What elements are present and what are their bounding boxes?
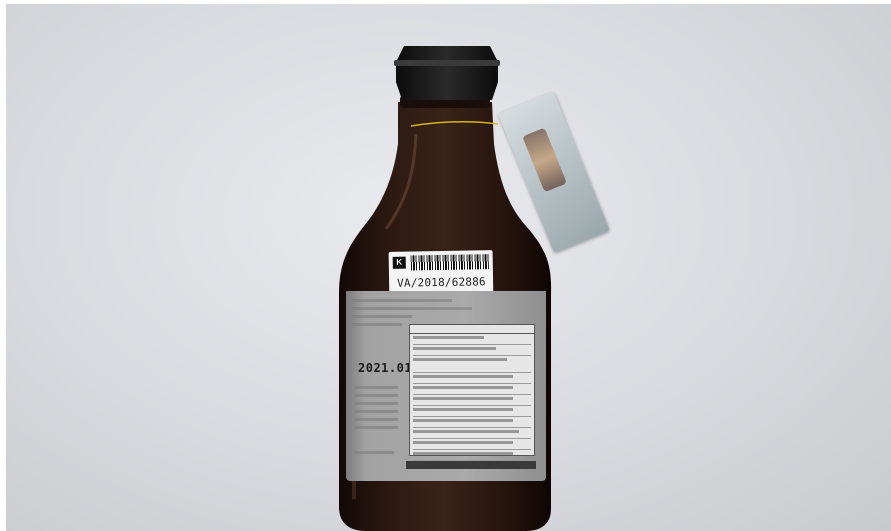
nutrition-row bbox=[413, 430, 531, 439]
label-line bbox=[352, 323, 402, 326]
hang-tag-illustration bbox=[522, 127, 567, 193]
nutrition-row bbox=[413, 408, 531, 417]
label-line bbox=[354, 426, 398, 429]
label-line bbox=[354, 418, 398, 421]
nutrition-row bbox=[413, 336, 531, 345]
nutrition-row bbox=[413, 386, 531, 395]
nutrition-title bbox=[410, 325, 534, 334]
glass-highlight bbox=[384, 133, 418, 230]
label-line bbox=[354, 386, 398, 389]
nutrition-row bbox=[413, 419, 531, 428]
product-label: 2021.01.02 bbox=[346, 291, 546, 481]
label-line bbox=[354, 451, 394, 454]
label-line bbox=[352, 315, 412, 318]
nutrition-row bbox=[413, 397, 531, 406]
barcode-tag-icon: K bbox=[392, 256, 406, 269]
nutrition-row bbox=[413, 452, 531, 461]
photo-scene: K VA/2018/62886 2021.01.02 bbox=[6, 4, 891, 531]
cap-rim bbox=[394, 60, 500, 66]
barcode bbox=[410, 254, 489, 271]
label-warning-bar bbox=[406, 461, 536, 469]
tag-string bbox=[410, 121, 499, 127]
label-line bbox=[352, 299, 452, 302]
label-line bbox=[354, 402, 398, 405]
nutrition-facts-table bbox=[409, 324, 535, 461]
nutrition-row bbox=[413, 441, 531, 450]
nutrition-row bbox=[413, 347, 531, 356]
nutrition-row bbox=[413, 375, 531, 384]
barcode-code: VA/2018/62886 bbox=[397, 275, 486, 290]
bottle-cap bbox=[396, 46, 498, 100]
label-line bbox=[352, 307, 472, 310]
label-line bbox=[354, 410, 398, 413]
label-line bbox=[354, 394, 398, 397]
nutrition-row bbox=[413, 358, 531, 373]
